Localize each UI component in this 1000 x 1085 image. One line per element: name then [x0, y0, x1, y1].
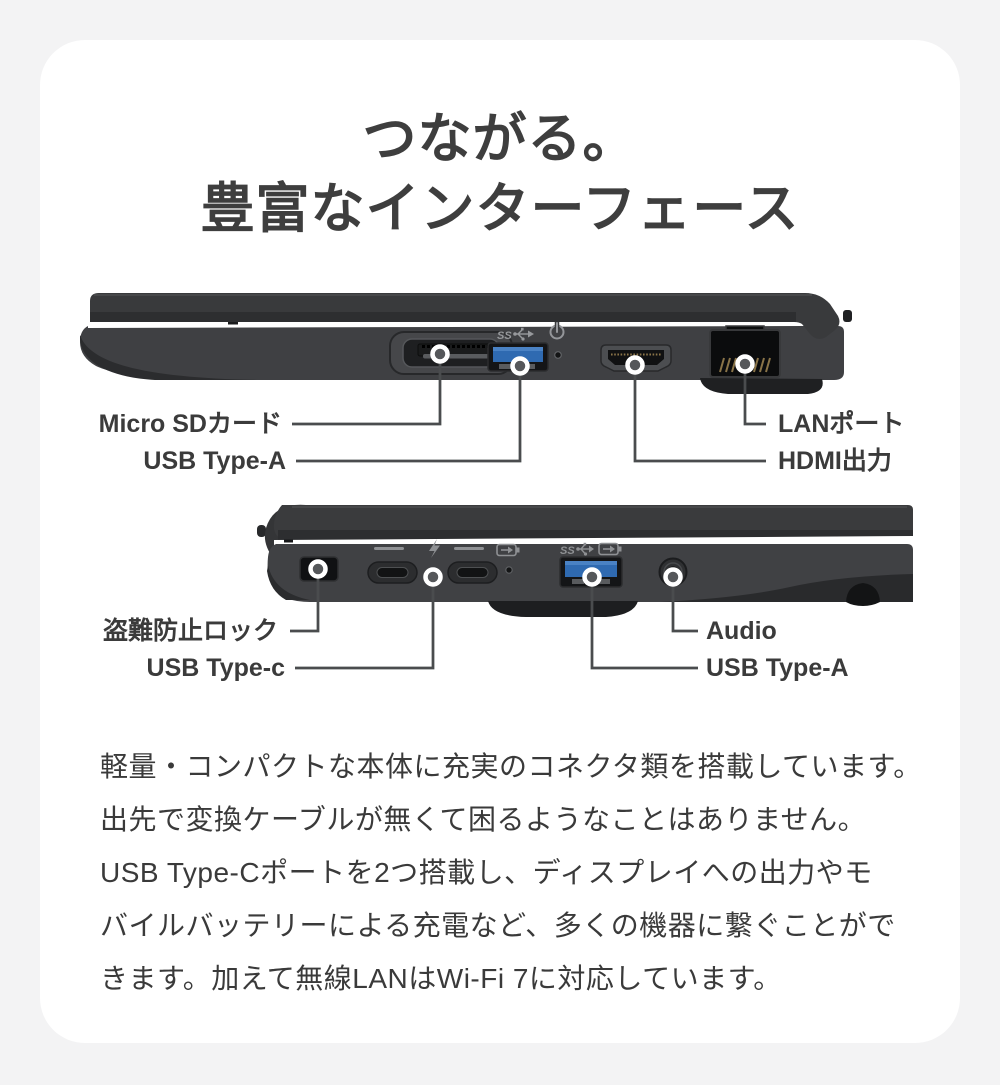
callout-dot-usb-a-bottom — [582, 567, 602, 587]
callout-dots-top — [430, 344, 755, 376]
section-title: つながる。 豊富なインターフェース — [0, 104, 1000, 244]
callout-line-usb-c — [295, 577, 435, 670]
description-line: 出先で変換ケーブルが無くて困るようなことはありません。 — [100, 804, 867, 835]
callout-line-lock — [290, 569, 320, 633]
laptop2-rubber-foot-center — [488, 601, 638, 617]
callout-dot-usb-c — [423, 567, 443, 587]
charge-led — [505, 566, 513, 574]
label-security-lock: 盗難防止ロック — [102, 617, 278, 645]
laptop1-seam-dash — [228, 321, 238, 325]
callout-line-usb-a-bottom — [590, 577, 698, 670]
label-hdmi-output: HDMI出力 — [778, 447, 892, 475]
section-title-line1: つながる。 — [362, 109, 638, 169]
callout-dot-usb-a-top — [510, 356, 530, 376]
callout-dot-audio — [663, 567, 683, 587]
callout-dot-lan — [735, 354, 755, 374]
callout-line-lan — [743, 364, 766, 426]
callout-line-micro-sd — [292, 354, 442, 426]
usb-c-port-2 — [447, 561, 498, 584]
section-title-line2: 豊富なインターフェース — [200, 179, 800, 239]
usb-c-port-1 — [367, 561, 418, 584]
callout-dot-lock — [308, 559, 328, 579]
laptop1-rubber-foot — [700, 378, 823, 394]
description-line: USB Type-Cポートを2つ搭載し、ディスプレイへの出力やモ — [100, 857, 873, 888]
thunderbolt-icon — [429, 539, 440, 558]
label-micro-sd: Micro SDカード — [98, 410, 282, 438]
label-usb-type-a-top: USB Type-A — [143, 447, 286, 475]
description-paragraph: 軽量・コンパクトな本体に充実のコネクタ類を搭載しています。 出先で変換ケーブルが… — [100, 740, 922, 1005]
callout-line-audio — [671, 577, 698, 633]
laptop2-seam-dash — [284, 539, 293, 543]
laptop2-lid — [273, 505, 913, 540]
laptop-right-side-illustration: SS — [80, 293, 852, 463]
callout-line-usb-a-top — [296, 366, 522, 463]
usb-ss-text: SS — [497, 330, 512, 342]
usb-ss-text-2: SS — [560, 545, 575, 557]
label-audio: Audio — [706, 617, 777, 645]
usb-superspeed-icon: SS — [497, 327, 534, 342]
callout-line-hdmi — [633, 365, 766, 463]
laptop1-lid — [90, 293, 852, 339]
callout-lines-top — [292, 354, 766, 463]
usb-superspeed-battery-icon: SS — [560, 542, 622, 557]
dash-marking-2 — [454, 547, 484, 550]
lan-port — [709, 325, 781, 378]
power-icon — [549, 322, 565, 340]
usb-c-markings — [374, 539, 520, 558]
laptop2-seam-gap — [274, 536, 913, 545]
power-led — [554, 351, 562, 359]
description-line: きます。加えて無線LANはWi-Fi 7に対応しています。 — [100, 963, 782, 994]
battery-charge-icon — [496, 543, 520, 557]
callout-dots-bottom — [308, 559, 683, 587]
description-line: 軽量・コンパクトな本体に充実のコネクタ類を搭載しています。 — [100, 751, 922, 782]
description-line: バイルバッテリーによる充電など、多くの機器に繋ぐことがで — [100, 910, 896, 941]
laptop2-rubber-foot-right — [846, 583, 880, 606]
dash-marking-1 — [374, 547, 404, 550]
callout-dot-micro-sd — [430, 344, 450, 364]
label-usb-type-a-bottom: USB Type-A — [706, 654, 849, 682]
label-lan-port: LANポート — [778, 410, 905, 438]
callout-dot-hdmi — [625, 355, 645, 375]
callout-lines-bottom — [290, 569, 698, 670]
label-usb-type-c: USB Type-c — [146, 654, 285, 682]
laptop-left-side-illustration: SS — [257, 504, 914, 670]
laptop1-hinge-nub — [843, 310, 852, 322]
